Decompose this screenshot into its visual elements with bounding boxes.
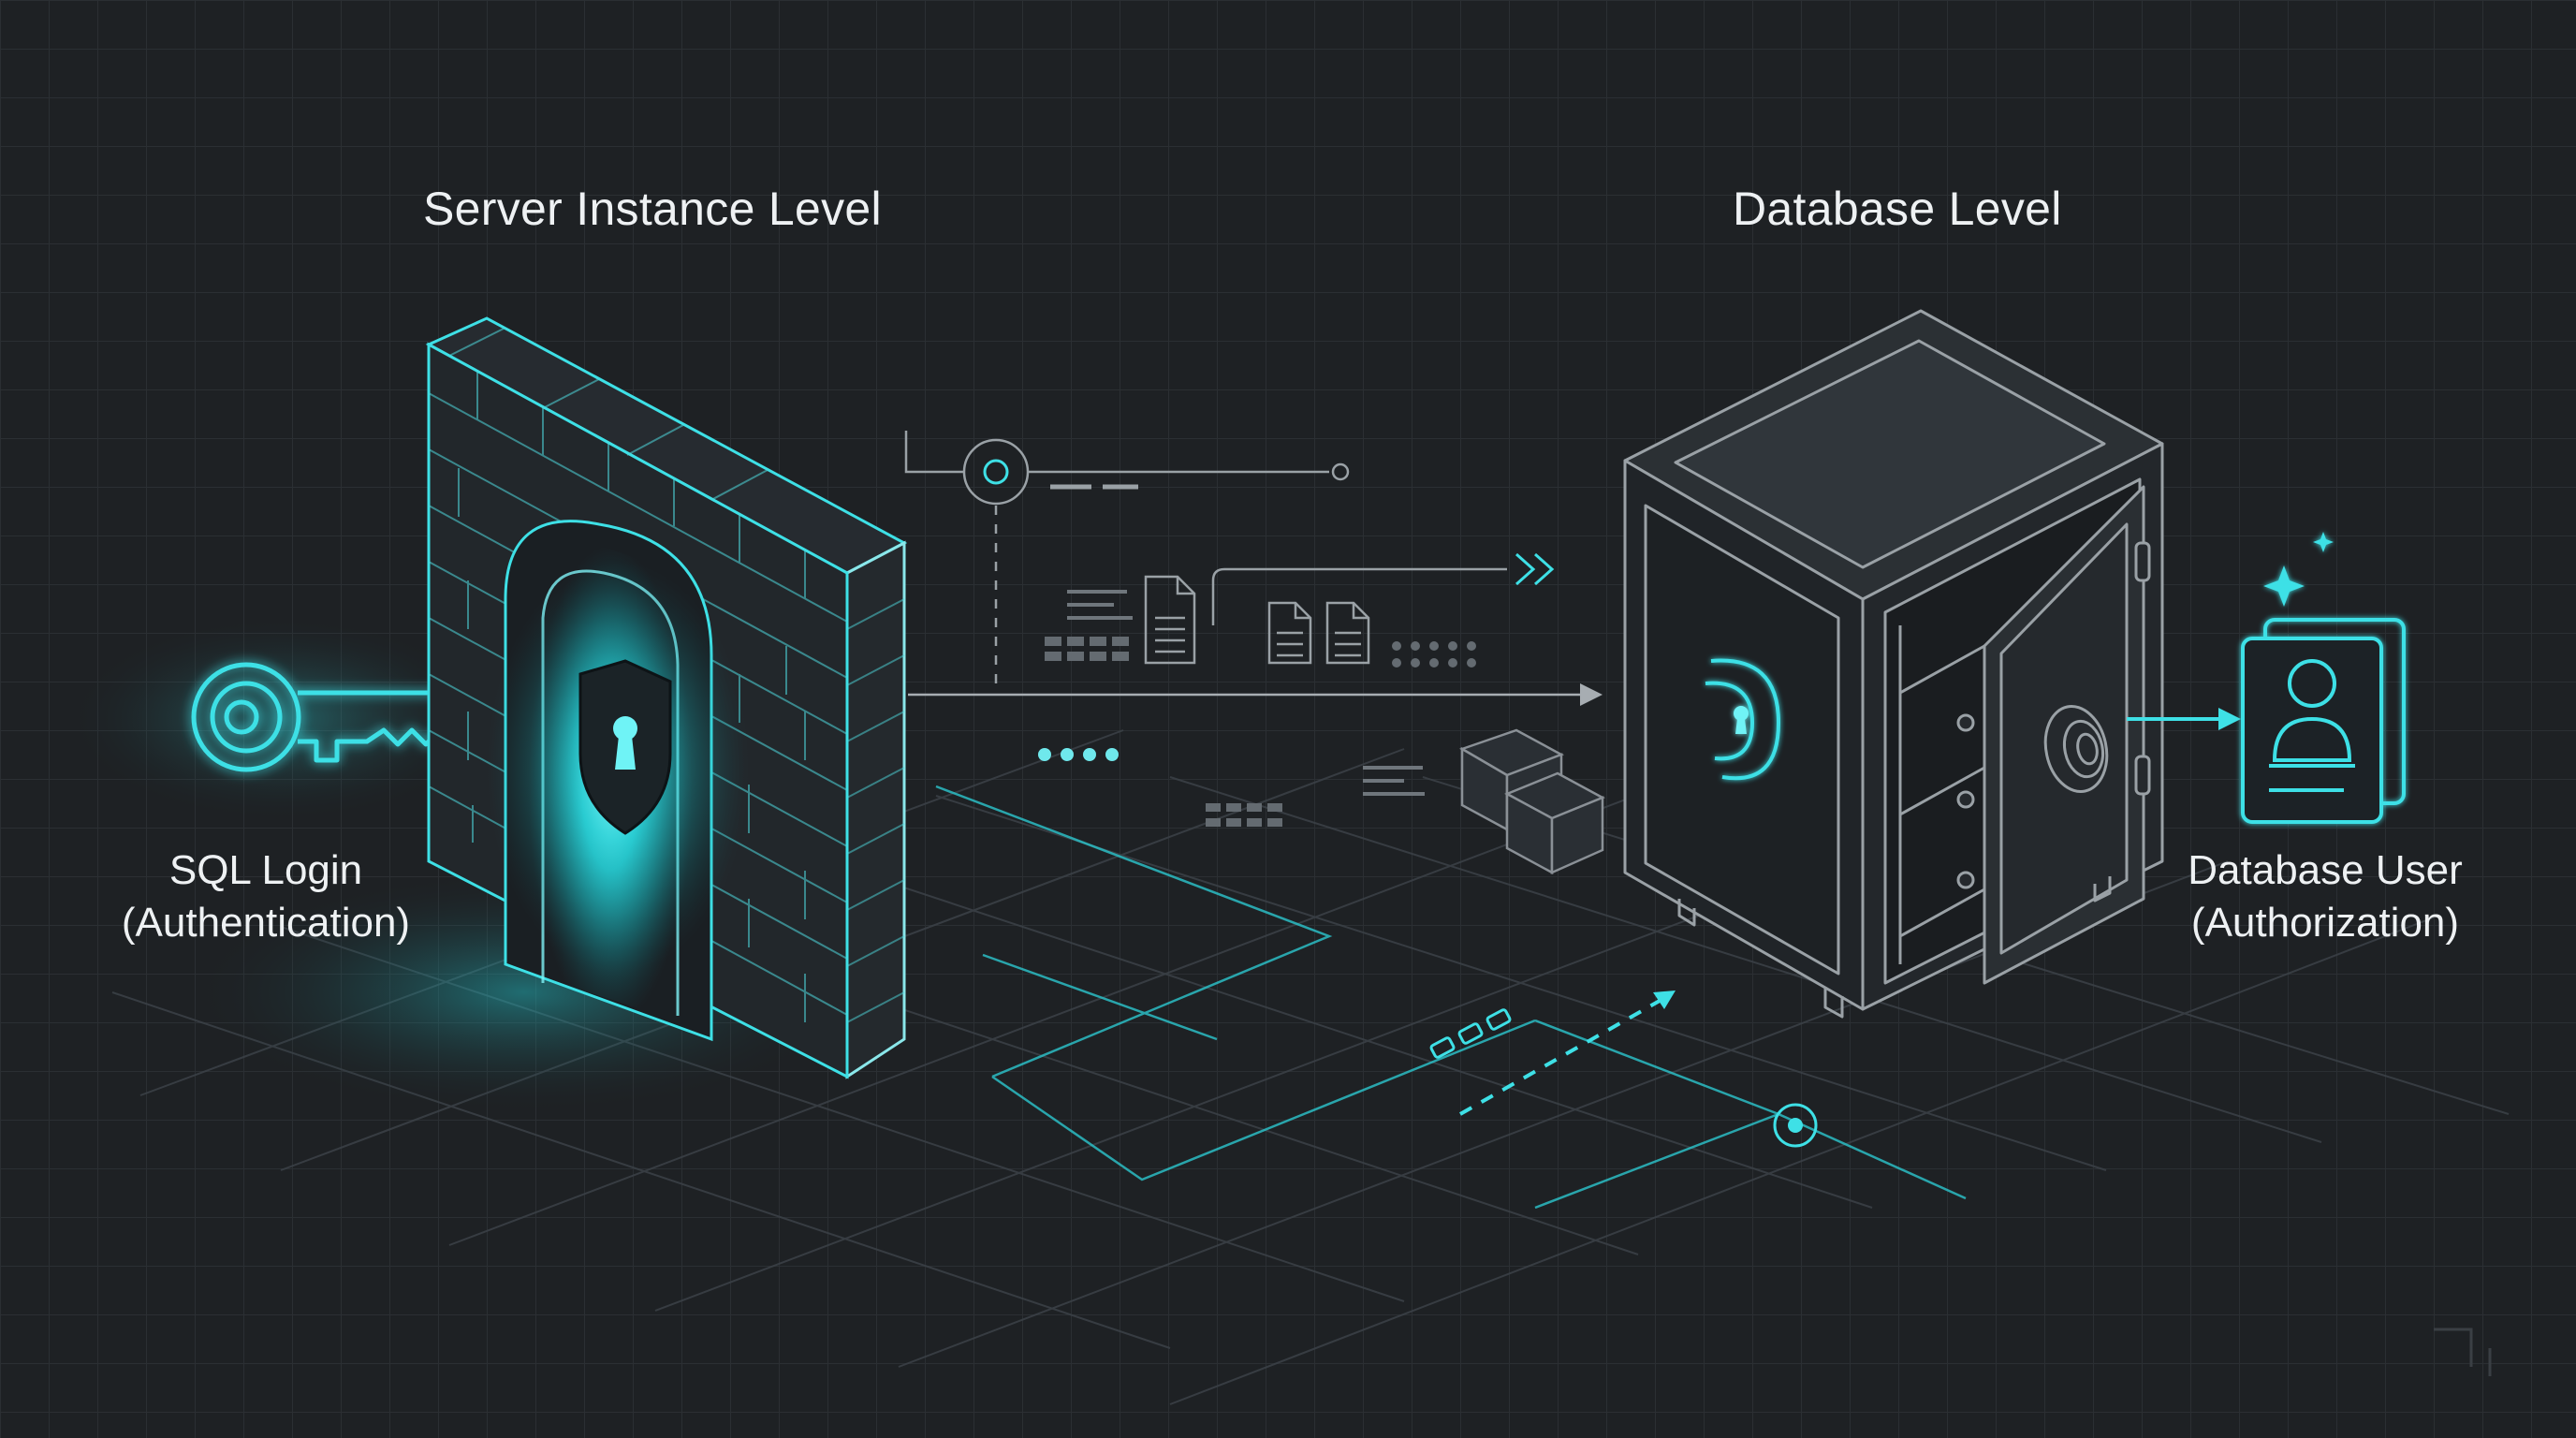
sparkle-icon (2263, 532, 2334, 607)
storage-cubes (1459, 728, 1605, 875)
sql-login-subtitle: (Authentication) (121, 900, 411, 946)
cyan-dots (1038, 748, 1119, 761)
corner-mark (2434, 1328, 2492, 1376)
database-user-caption: Database User (Authorization) (2145, 844, 2505, 949)
document-icons (1144, 575, 1370, 665)
database-user-subtitle: (Authorization) (2190, 900, 2460, 946)
data-text-lines (1067, 590, 1425, 796)
upper-flow-path (1211, 552, 1555, 625)
connector-node (904, 431, 1350, 683)
database-level-heading: Database Level (1733, 183, 2062, 235)
data-blocks (1045, 637, 1476, 827)
floor-dashed-arrow (1429, 990, 1818, 1148)
server-level-heading: Server Instance Level (423, 183, 882, 235)
vault-lock-icon (1705, 658, 1781, 781)
floor-data-paths (935, 785, 1967, 1210)
user-id-card-icon (2241, 618, 2406, 824)
authorization-arrow (2127, 708, 2241, 730)
shield-keyhole-icon (578, 659, 672, 835)
database-user-title: Database User (2188, 847, 2463, 893)
flow-arrow (908, 683, 1603, 706)
sql-login-caption: SQL Login (Authentication) (84, 844, 447, 949)
safe-vault-icon (1623, 309, 2164, 1019)
sql-login-title: SQL Login (168, 847, 363, 893)
